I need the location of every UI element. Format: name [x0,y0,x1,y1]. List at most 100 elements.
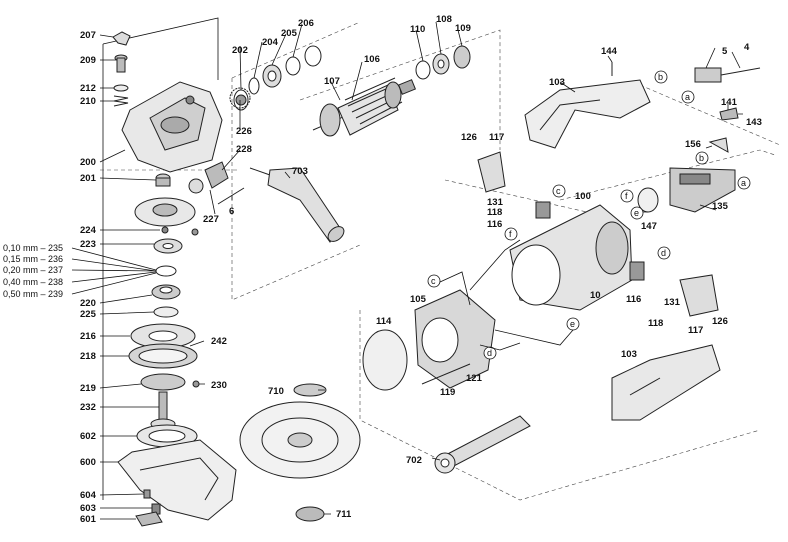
part-604-screw [143,489,151,499]
label-225: 225 [80,309,97,320]
part-105-field [414,289,496,389]
label-228: 228 [236,144,252,155]
part-601-lever [135,511,163,527]
label-135: 135 [712,201,729,212]
part-156-cover [708,137,729,153]
label-131-right: 131 [664,297,681,308]
label-210: 210 [80,96,96,107]
label-604: 604 [80,490,97,501]
label-110: 110 [410,24,425,35]
label-235: 0,10 mm – 235 [3,243,63,253]
label-106: 106 [364,54,380,65]
label-238: 0,40 mm – 238 [3,277,63,287]
label-216: 216 [80,331,96,342]
label-711: 711 [336,509,352,520]
connector-e-lower: e [566,317,580,331]
label-141: 141 [721,97,738,108]
part-223-bearing-flange [153,238,183,254]
part-232-spindle [150,391,176,430]
label-603: 603 [80,503,96,514]
connector-c-upper: c [552,184,566,198]
part-219-bearing-ring [140,373,186,391]
label-239: 0,50 mm – 239 [3,289,63,299]
label-5: 5 [722,46,728,57]
label-218: 218 [80,351,96,362]
label-116-left: 116 [487,219,502,230]
part-109-bearing-cap [453,45,471,69]
part-141-cable-clamp [719,107,739,121]
label-126-left: 126 [461,132,477,143]
part-117-brush-cover-right [679,274,719,317]
part-200-gear-housing [121,81,223,173]
part-225-seal [153,306,179,318]
label-107: 107 [324,76,340,87]
svg-text:f: f [509,229,512,239]
part-116-brush-holder-left [535,201,551,219]
part-201-sleeve [155,173,171,187]
part-5-cable-guard [694,67,761,83]
label-202: 202 [232,45,248,56]
part-702-two-pin-spanner [434,415,531,474]
label-147: 147 [641,221,657,232]
label-100: 100 [575,191,591,202]
svg-text:d: d [487,348,492,358]
label-117-left: 117 [489,132,504,143]
top-group-bracket [102,17,219,80]
label-103-top: 103 [549,77,565,88]
label-108: 108 [436,14,452,25]
svg-text:e: e [634,208,639,218]
part-218-clamping-ring [128,343,198,369]
part-703-side-handle [249,167,345,243]
part-202-bearing [233,89,249,111]
part-10-motor-housing [509,204,633,311]
label-223: 223 [80,239,96,250]
label-703: 703 [292,166,308,177]
part-135-switch [669,167,736,213]
part-6-screw [217,187,245,205]
part-117-brush-cover-left [477,151,506,193]
part-204-washer [248,77,260,95]
label-236: 0,15 mm – 236 [3,254,63,264]
label-602: 602 [80,431,96,442]
label-4: 4 [744,42,750,53]
label-237: 0,20 mm – 237 [3,265,63,275]
label-10: 10 [590,290,601,301]
label-219: 219 [80,383,96,394]
label-118-left: 118 [487,207,502,218]
svg-text:f: f [625,191,628,201]
label-118-right: 118 [648,318,663,329]
part-107-armature [312,77,417,137]
connector-a-right: a [737,176,751,190]
svg-text:b: b [658,72,663,82]
label-117-right: 117 [688,325,703,336]
svg-text:e: e [570,319,575,329]
part-212-ring [113,84,129,92]
label-212: 212 [80,83,96,94]
svg-text:a: a [685,92,690,102]
label-710: 710 [268,386,284,397]
connector-b-right: b [695,151,709,165]
part-206-ring [285,56,301,76]
svg-text:a: a [741,178,746,188]
label-207: 207 [80,30,96,41]
label-232: 232 [80,402,96,413]
part-230-screw [192,380,200,388]
connector-e-upper: e [630,206,644,220]
connector-b-top: b [654,70,668,84]
label-143: 143 [746,117,762,128]
label-600: 600 [80,457,96,468]
part-602-guard-ring [136,424,198,448]
label-230: 230 [211,380,227,391]
label-109: 109 [455,23,471,34]
label-116-right: 116 [626,294,641,305]
connector-a-top: a [681,90,695,104]
part-207-lock-button [112,31,131,46]
label-601: 601 [80,514,97,525]
label-702: 702 [406,455,422,466]
part-710-flange [293,383,327,397]
label-206: 206 [298,18,314,29]
label-156: 156 [685,139,701,150]
label-6: 6 [229,206,234,217]
label-103-lower: 103 [621,349,637,360]
